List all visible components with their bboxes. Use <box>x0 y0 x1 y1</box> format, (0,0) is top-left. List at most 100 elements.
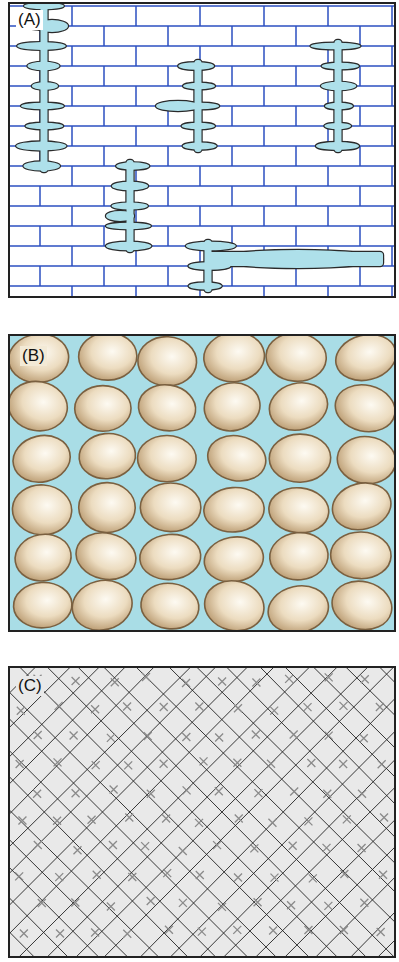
crystal-mark <box>267 760 275 768</box>
crystal-mark <box>268 819 276 827</box>
pore-space <box>311 43 361 50</box>
sand-grain <box>78 334 138 381</box>
crystal-mark <box>15 872 23 880</box>
pore-space <box>112 182 148 191</box>
crystal-mark <box>323 790 331 798</box>
sand-grain <box>201 334 267 385</box>
brick-line <box>71 86 73 106</box>
crystal-mark <box>198 928 206 936</box>
crystal-mark <box>380 814 388 822</box>
brick-line <box>103 106 105 126</box>
pore-space <box>183 83 215 90</box>
brick-line <box>167 186 169 206</box>
crystal-mark <box>343 815 351 823</box>
panel-ground <box>8 2 396 298</box>
sand-grain <box>138 532 202 582</box>
crystal-mark <box>183 786 191 794</box>
crystal-mark <box>179 899 187 907</box>
pore-space <box>116 162 149 169</box>
pore-space <box>21 103 64 109</box>
pore-space <box>24 162 60 171</box>
sand-grain <box>199 575 269 632</box>
brick-line <box>295 186 297 206</box>
fracture-line <box>139 666 396 958</box>
brick-line <box>327 6 329 26</box>
pore-space <box>112 182 148 191</box>
crystal-mark <box>358 790 366 798</box>
crystal-mark <box>304 817 312 825</box>
sand-grain <box>201 532 267 586</box>
crystal-mark <box>339 702 347 710</box>
sand-grain <box>264 377 333 437</box>
pore-outline <box>16 2 383 292</box>
crystal-mark <box>160 703 168 711</box>
brick-line <box>231 146 233 166</box>
brick-line <box>135 6 137 26</box>
pore-space <box>116 162 149 169</box>
crystal-mark <box>53 817 61 825</box>
crystal-mark <box>304 926 312 934</box>
sand-grain <box>331 379 396 437</box>
crystal-mark <box>38 899 46 907</box>
crystal-mark <box>360 899 368 907</box>
crystal-mark <box>269 927 277 935</box>
pore-space <box>156 101 200 111</box>
pore-space <box>325 103 353 110</box>
crystal-mark <box>360 734 368 742</box>
brick-line <box>103 186 105 206</box>
crystal-mark <box>233 926 241 934</box>
crystal-mark <box>165 926 173 934</box>
crystal-mark <box>17 707 25 715</box>
crystal-mark <box>55 873 63 881</box>
crystal-mark <box>109 841 117 849</box>
brick-line <box>231 186 233 206</box>
fracture-line <box>8 666 69 958</box>
crystal-mark <box>73 846 81 854</box>
brick-line <box>103 146 105 166</box>
panel-ground <box>8 666 396 958</box>
sand-grain <box>269 433 331 482</box>
sand-grain <box>335 434 396 487</box>
grain-pattern <box>8 334 396 632</box>
pore-space <box>324 123 351 129</box>
brick-line <box>359 146 361 166</box>
pore-space <box>183 142 217 149</box>
crystal-mark <box>179 847 187 855</box>
pore-space <box>106 223 151 229</box>
fracture-line <box>223 666 396 958</box>
pore-space <box>17 42 66 50</box>
pore-space <box>183 142 217 149</box>
fracture-line <box>8 666 129 958</box>
panel-box: (C) <box>8 666 396 958</box>
sand-grain <box>140 483 201 532</box>
pore-space <box>112 203 148 210</box>
brick-line <box>167 146 169 166</box>
sand-grain <box>12 530 75 585</box>
brick-line <box>8 205 396 207</box>
crystal-mark <box>124 761 132 769</box>
brick-line <box>295 26 297 46</box>
crystal-mark <box>285 675 293 683</box>
pore-space <box>182 123 215 129</box>
crystal-mark <box>147 790 155 798</box>
crystal-mark <box>111 678 119 686</box>
crystal-mark <box>182 733 190 741</box>
crystal-mark <box>125 814 133 822</box>
crystal-mark <box>195 703 203 711</box>
brick-line <box>391 46 393 66</box>
sand-grain <box>327 575 396 632</box>
fracture-line <box>8 666 217 958</box>
crystal-mark <box>91 705 99 713</box>
pore-space <box>321 82 356 90</box>
pore-space <box>189 282 222 289</box>
pore-space <box>106 242 151 251</box>
crystal-mark <box>91 929 99 937</box>
brick-line <box>391 206 393 226</box>
pore-space <box>26 123 64 130</box>
pore-space <box>213 250 383 268</box>
pore-space <box>322 63 359 70</box>
brick-line <box>231 266 233 286</box>
crystal-mark <box>304 703 312 711</box>
crystal-mark <box>142 673 150 681</box>
sand-grain <box>12 581 73 630</box>
